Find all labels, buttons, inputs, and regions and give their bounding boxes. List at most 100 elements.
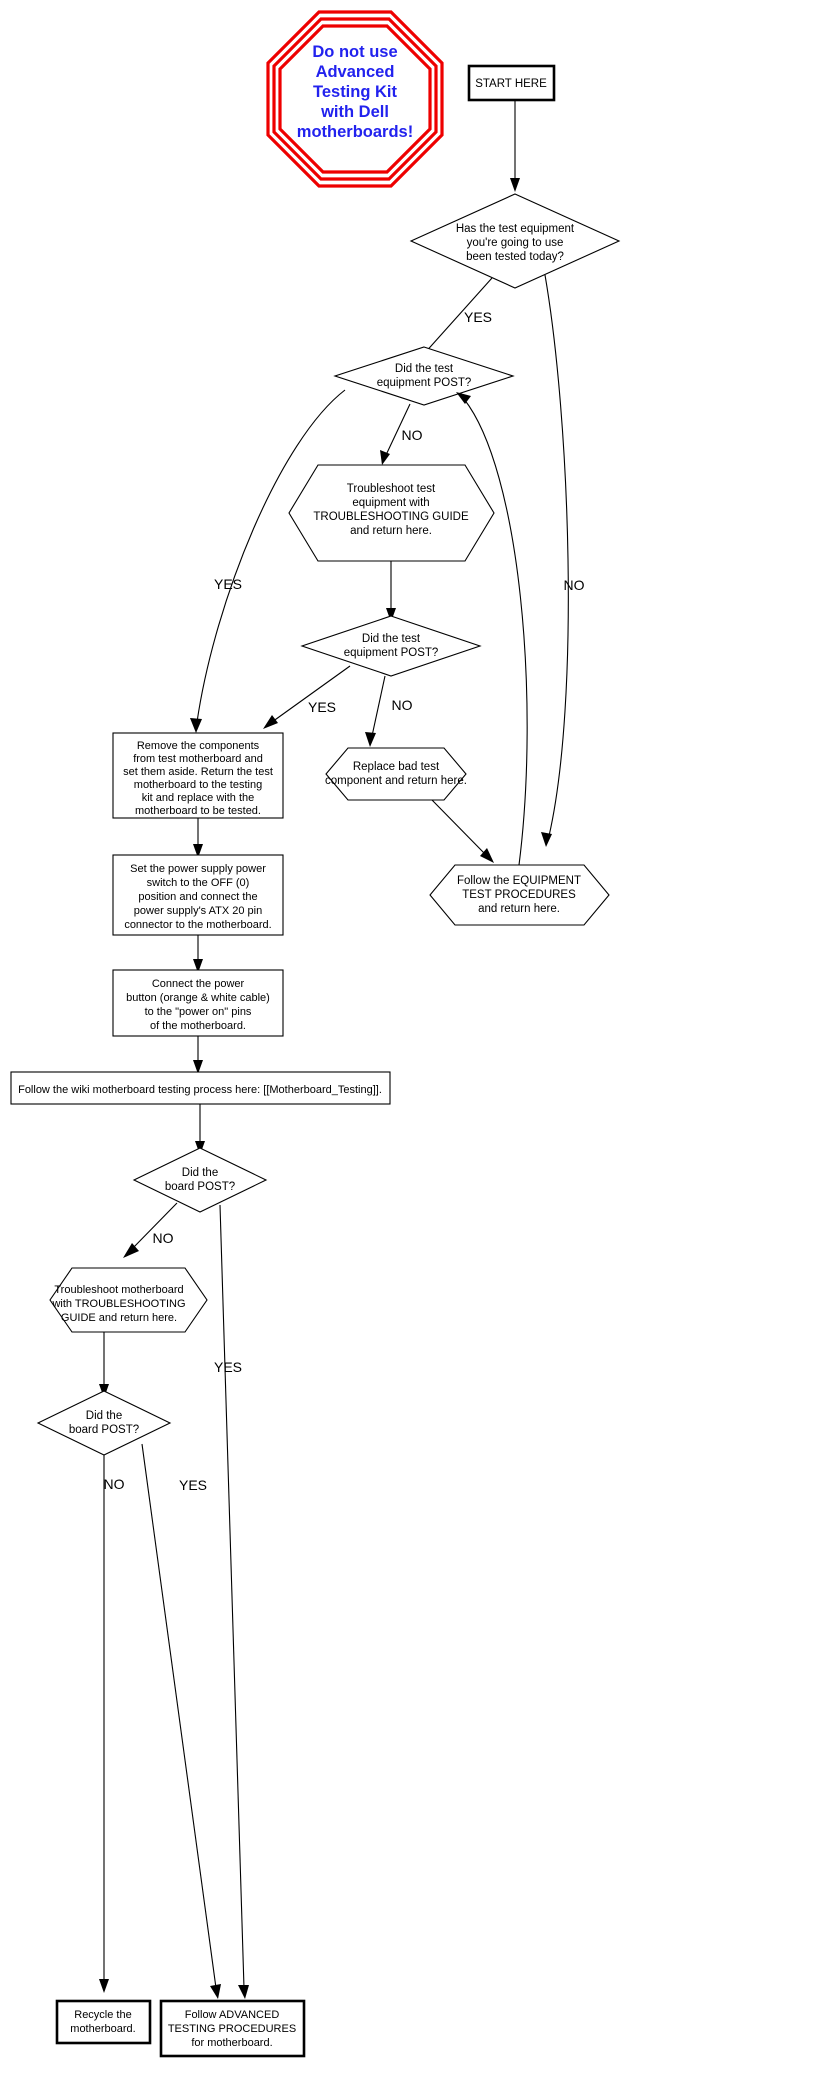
equip-test-proc-line-3: and return here. — [478, 903, 560, 915]
q-equip-tested-line-3: been tested today? — [466, 251, 564, 263]
q-board-post-2-line-2: board POST? — [69, 1424, 139, 1436]
connect-power-button-line-4: of the motherboard. — [150, 1020, 246, 1032]
edge-equip-tested-no: NO — [541, 274, 585, 847]
recycle-mb-line-2: motherboard. — [70, 2023, 135, 2035]
node-troubleshoot-mb[interactable]: Troubleshoot motherboard with TROUBLESHO… — [49, 1267, 208, 1333]
node-recycle-mb[interactable]: Recycle the motherboard. — [55, 1999, 152, 2045]
q-board-post-2-diamond[interactable] — [36, 1390, 172, 1456]
node-wiki-link[interactable]: Follow the wiki motherboard testing proc… — [10, 1071, 391, 1105]
start-label: START HERE — [475, 78, 547, 90]
node-remove-components[interactable]: Remove the components from test motherbo… — [112, 732, 284, 819]
equip-test-proc-line-2: TEST PROCEDURES — [462, 889, 576, 901]
set-power-supply-line-2: switch to the OFF (0) — [147, 877, 250, 889]
troubleshoot-mb-line-3: GUIDE and return here. — [61, 1312, 177, 1324]
edge-equip-post2-yes: YES — [263, 665, 351, 729]
troubleshoot-equip-line-4: and return here. — [350, 525, 432, 537]
recycle-mb-line-1: Recycle the — [74, 2009, 131, 2021]
advanced-proc-line-1: Follow ADVANCED — [185, 2009, 280, 2021]
edge-board-post2-no: NO — [99, 1455, 125, 1993]
edge-equip-post1-no: NO — [380, 403, 423, 465]
q-equip-post-1-diamond[interactable] — [333, 346, 515, 406]
advanced-proc-line-3: for motherboard. — [191, 2037, 272, 2049]
set-power-supply-line-4: power supply's ATX 20 pin — [134, 905, 262, 917]
q-equip-tested-line-2: you're going to use — [467, 237, 564, 249]
node-q-board-post-1[interactable]: Did the board POST? — [132, 1147, 268, 1213]
replace-component-line-2: component and return here. — [325, 775, 467, 787]
node-q-equip-post-1[interactable]: Did the test equipment POST? — [333, 346, 515, 406]
troubleshoot-mb-hexagon[interactable] — [49, 1267, 208, 1333]
connect-power-button-line-1: Connect the power — [152, 978, 245, 990]
equip-test-proc-line-1: Follow the EQUIPMENT — [457, 875, 581, 887]
edge-equip-proc-back-to-post1 — [456, 392, 528, 866]
remove-components-line-4: motherboard to the testing — [134, 779, 262, 791]
q-board-post-2-line-1: Did the — [86, 1410, 122, 1422]
warning-line-4: with Dell — [320, 103, 389, 121]
edge-board-post1-yes: YES — [214, 1204, 249, 1999]
warning-line-2: Advanced — [316, 63, 395, 81]
edge-label-equip-tested-no: NO — [564, 577, 585, 593]
troubleshoot-equip-line-2: equipment with — [352, 497, 429, 509]
edge-remove-to-powersupply — [193, 818, 203, 858]
start-box[interactable] — [467, 64, 556, 102]
node-q-board-post-2[interactable]: Did the board POST? — [36, 1390, 172, 1456]
q-equip-tested-diamond[interactable] — [409, 193, 621, 289]
edge-equip-post1-yes: YES — [190, 389, 346, 733]
connect-power-button-line-3: to the "power on" pins — [145, 1006, 252, 1018]
stop-sign-ring-outer — [266, 10, 444, 188]
troubleshoot-equip-line-3: TROUBLESHOOTING GUIDE — [313, 511, 469, 523]
q-equip-post-1-line-2: equipment POST? — [377, 377, 472, 389]
remove-components-line-6: motherboard to be tested. — [135, 805, 261, 817]
node-advanced-proc[interactable]: Follow ADVANCED TESTING PROCEDURES for m… — [159, 1999, 306, 2058]
edge-troubleshoot-equip-to-post2 — [386, 561, 396, 622]
edge-board-post1-no: NO — [123, 1202, 178, 1258]
node-set-power-supply[interactable]: Set the power supply power switch to the… — [112, 854, 284, 936]
warning-stop-sign: Do not use Advanced Testing Kit with Del… — [266, 10, 444, 188]
set-power-supply-line-3: position and connect the — [138, 891, 257, 903]
node-connect-power-button[interactable]: Connect the power button (orange & white… — [112, 969, 284, 1037]
warning-line-3: Testing Kit — [313, 83, 398, 101]
troubleshoot-equip-hexagon[interactable] — [288, 464, 495, 562]
connect-power-button-line-2: button (orange & white cable) — [126, 992, 270, 1004]
equip-test-proc-hexagon[interactable] — [429, 864, 610, 926]
edge-powersupply-to-powerbtn — [193, 935, 203, 973]
edge-label-board-post2-yes: YES — [179, 1477, 207, 1493]
q-equip-post-1-line-1: Did the test — [395, 363, 454, 375]
edge-label-equip-post2-no: NO — [392, 697, 413, 713]
troubleshoot-mb-line-2: with TROUBLESHOOTING — [51, 1298, 185, 1310]
node-replace-component[interactable]: Replace bad test component and return he… — [325, 747, 467, 801]
q-board-post-1-diamond[interactable] — [132, 1147, 268, 1213]
stop-sign-ring-middle — [272, 17, 438, 181]
edge-equip-post2-no: NO — [365, 675, 413, 747]
edge-label-equip-post1-yes: YES — [214, 576, 242, 592]
edge-replace-to-equip-proc — [431, 799, 494, 863]
stop-sign-ring-inner — [278, 24, 432, 174]
replace-component-hexagon[interactable] — [325, 747, 467, 801]
troubleshoot-equip-line-1: Troubleshoot test — [347, 483, 436, 495]
remove-components-line-1: Remove the components — [137, 740, 260, 752]
node-q-equip-post-2[interactable]: Did the test equipment POST? — [300, 615, 482, 677]
advanced-proc-box[interactable] — [159, 1999, 306, 2058]
connect-power-button-box[interactable] — [112, 969, 284, 1037]
advanced-proc-line-2: TESTING PROCEDURES — [168, 2023, 296, 2035]
q-equip-tested-line-1: Has the test equipment — [456, 223, 575, 235]
edge-label-board-post2-no: NO — [104, 1476, 125, 1492]
q-equip-post-2-diamond[interactable] — [300, 615, 482, 677]
node-start[interactable]: START HERE — [467, 64, 556, 102]
remove-components-line-3: set them aside. Return the test — [123, 766, 273, 778]
set-power-supply-box[interactable] — [112, 854, 284, 936]
node-q-equip-tested[interactable]: Has the test equipment you're going to u… — [409, 193, 621, 289]
node-equip-test-proc[interactable]: Follow the EQUIPMENT TEST PROCEDURES and… — [429, 864, 610, 926]
wiki-link-label: Follow the wiki motherboard testing proc… — [18, 1084, 382, 1096]
node-troubleshoot-equip[interactable]: Troubleshoot test equipment with TROUBLE… — [288, 464, 495, 562]
q-equip-post-2-line-2: equipment POST? — [344, 647, 439, 659]
warning-line-1: Do not use — [312, 43, 397, 61]
recycle-mb-box[interactable] — [55, 1999, 152, 2045]
remove-components-box[interactable] — [112, 732, 284, 819]
edge-label-equip-post2-yes: YES — [308, 699, 336, 715]
replace-component-line-1: Replace bad test — [353, 761, 440, 773]
q-equip-post-2-line-1: Did the test — [362, 633, 421, 645]
edge-troubleshoot-mb-to-post2 — [99, 1332, 109, 1398]
edge-start-to-equip-tested — [510, 100, 520, 192]
remove-components-line-5: kit and replace with the — [142, 792, 255, 804]
